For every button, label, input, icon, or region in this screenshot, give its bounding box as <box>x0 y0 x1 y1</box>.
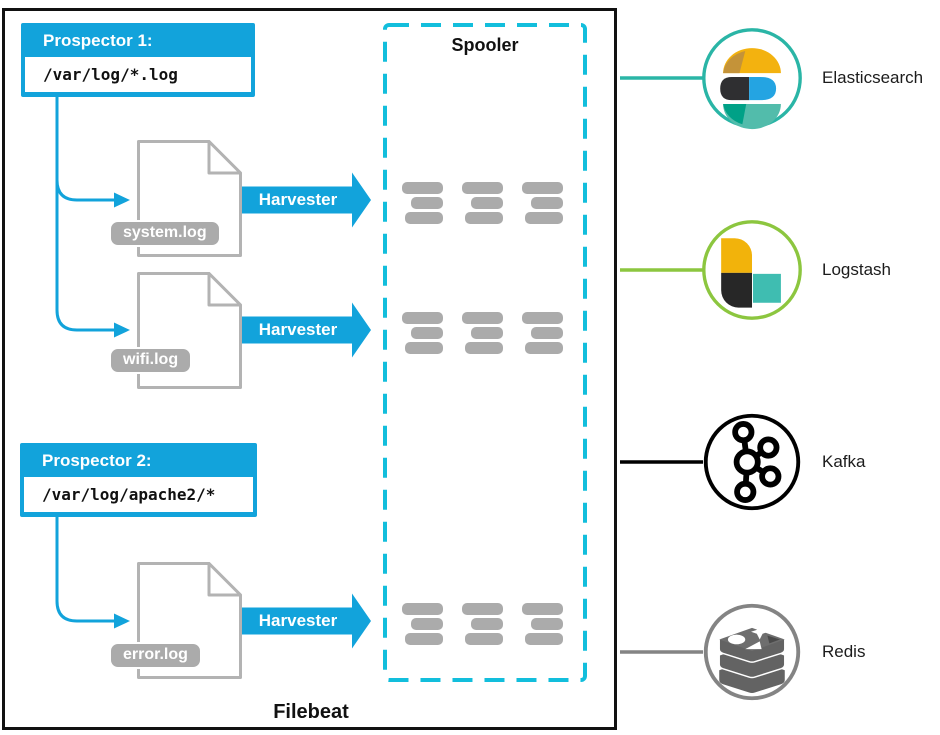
spooler-dashed-border <box>383 23 587 682</box>
event-bar <box>525 212 563 224</box>
prospector-1-box: Prospector 1: /var/log/*.log <box>21 23 255 97</box>
event-bar <box>405 212 443 224</box>
event-bar <box>471 197 503 209</box>
file-badge-system-log: system.log <box>109 220 221 247</box>
event-bars-group <box>402 312 443 354</box>
file-badge-error-log: error.log <box>109 642 202 669</box>
branch-arrowhead-1-icon <box>114 192 130 208</box>
event-bars-group <box>522 312 563 354</box>
event-bar <box>462 312 503 324</box>
event-bars-group <box>462 603 503 645</box>
harvester-arrow-icon <box>242 593 371 649</box>
prospector2-branch-line <box>55 516 115 623</box>
harvester-label: Harvester <box>258 320 338 339</box>
event-bar <box>522 603 563 615</box>
file-badge-wifi-log: wifi.log <box>109 347 193 374</box>
prospector-1-path: /var/log/*.log <box>25 57 251 92</box>
elasticsearch-logo <box>702 28 802 130</box>
spooler-box: Spooler <box>383 23 587 682</box>
event-bar <box>411 197 443 209</box>
event-bars-group <box>462 312 503 354</box>
output-label-logstash: Logstash <box>822 260 891 279</box>
output-label-kafka: Kafka <box>822 452 866 471</box>
logstash-logo <box>702 220 802 320</box>
event-bar <box>411 618 443 630</box>
harvester-arrow-1: Harvester <box>242 172 372 228</box>
event-bar <box>522 312 563 324</box>
event-bars-group <box>522 182 563 224</box>
event-bar <box>525 342 563 354</box>
prospector-2-box: Prospector 2: /var/log/apache2/* <box>20 443 257 517</box>
harvester-label: Harvester <box>258 611 338 630</box>
spooler-title: Spooler <box>451 35 519 55</box>
event-bar <box>462 603 503 615</box>
event-bar <box>465 212 503 224</box>
harvester-arrow-icon <box>242 172 371 228</box>
event-bar <box>531 618 563 630</box>
event-bar <box>525 633 563 645</box>
harvester-arrow-3: Harvester <box>242 593 372 649</box>
event-bar <box>522 182 563 194</box>
event-bar <box>465 633 503 645</box>
event-bars-group <box>402 182 443 224</box>
harvester-arrow-2: Harvester <box>242 302 372 358</box>
prospector-1-title: Prospector 1: <box>43 31 153 50</box>
kafka-logo <box>703 413 801 511</box>
output-label-elasticsearch: Elasticsearch <box>822 68 924 87</box>
redis-logo <box>703 603 801 701</box>
event-bar <box>531 197 563 209</box>
event-bar <box>471 618 503 630</box>
event-bar <box>531 327 563 339</box>
prospector1-branch-line-2 <box>55 96 115 332</box>
prospector-2-title: Prospector 2: <box>42 451 152 470</box>
filebeat-box <box>2 8 617 730</box>
event-bar <box>405 342 443 354</box>
prospector-2-path: /var/log/apache2/* <box>24 477 253 512</box>
event-bar <box>411 327 443 339</box>
event-bar <box>402 182 443 194</box>
event-bar <box>465 342 503 354</box>
harvester-label: Harvester <box>258 190 338 209</box>
event-bars-group <box>522 603 563 645</box>
event-bar <box>402 312 443 324</box>
harvester-arrow-icon <box>242 302 371 358</box>
event-bars-group <box>462 182 503 224</box>
output-label-redis: Redis <box>822 642 866 661</box>
event-bar <box>402 603 443 615</box>
event-bar <box>471 327 503 339</box>
branch-arrowhead-2-icon <box>114 322 130 338</box>
filebeat-title: Filebeat <box>273 701 349 723</box>
event-bar <box>405 633 443 645</box>
event-bars-group <box>402 603 443 645</box>
branch-arrowhead-3-icon <box>114 613 130 629</box>
event-bar <box>462 182 503 194</box>
